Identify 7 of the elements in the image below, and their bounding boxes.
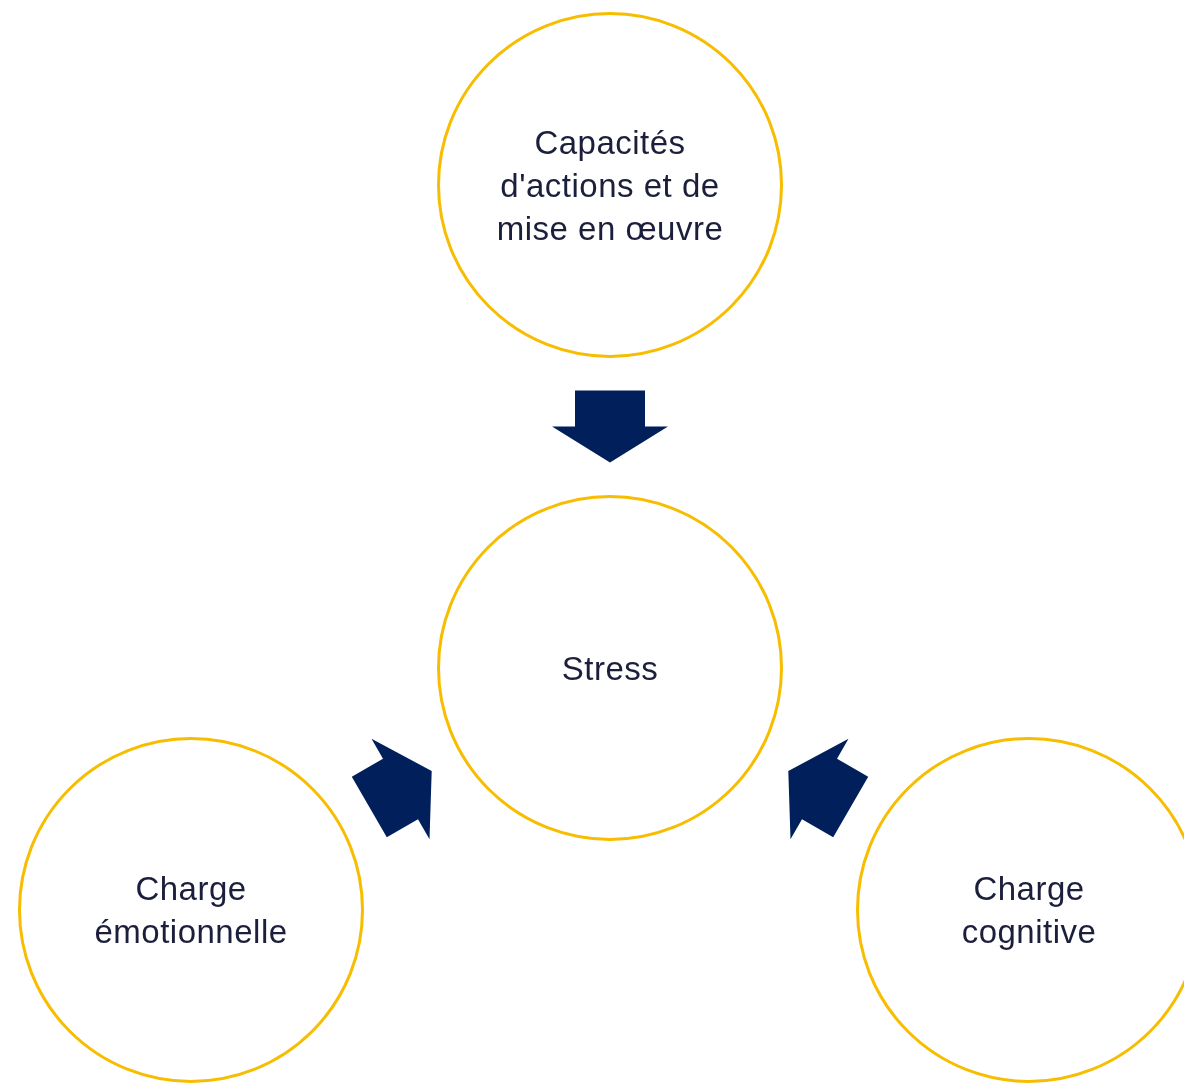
node-label: Stress xyxy=(560,648,660,689)
node-label: Charge émotionnelle xyxy=(93,869,289,952)
node-label: Charge cognitive xyxy=(960,869,1098,952)
block-arrow xyxy=(788,738,869,840)
block-arrow xyxy=(351,738,432,840)
node-label: Capacités d'actions et de mise en œuvre xyxy=(495,122,725,249)
block-arrow xyxy=(552,390,668,463)
